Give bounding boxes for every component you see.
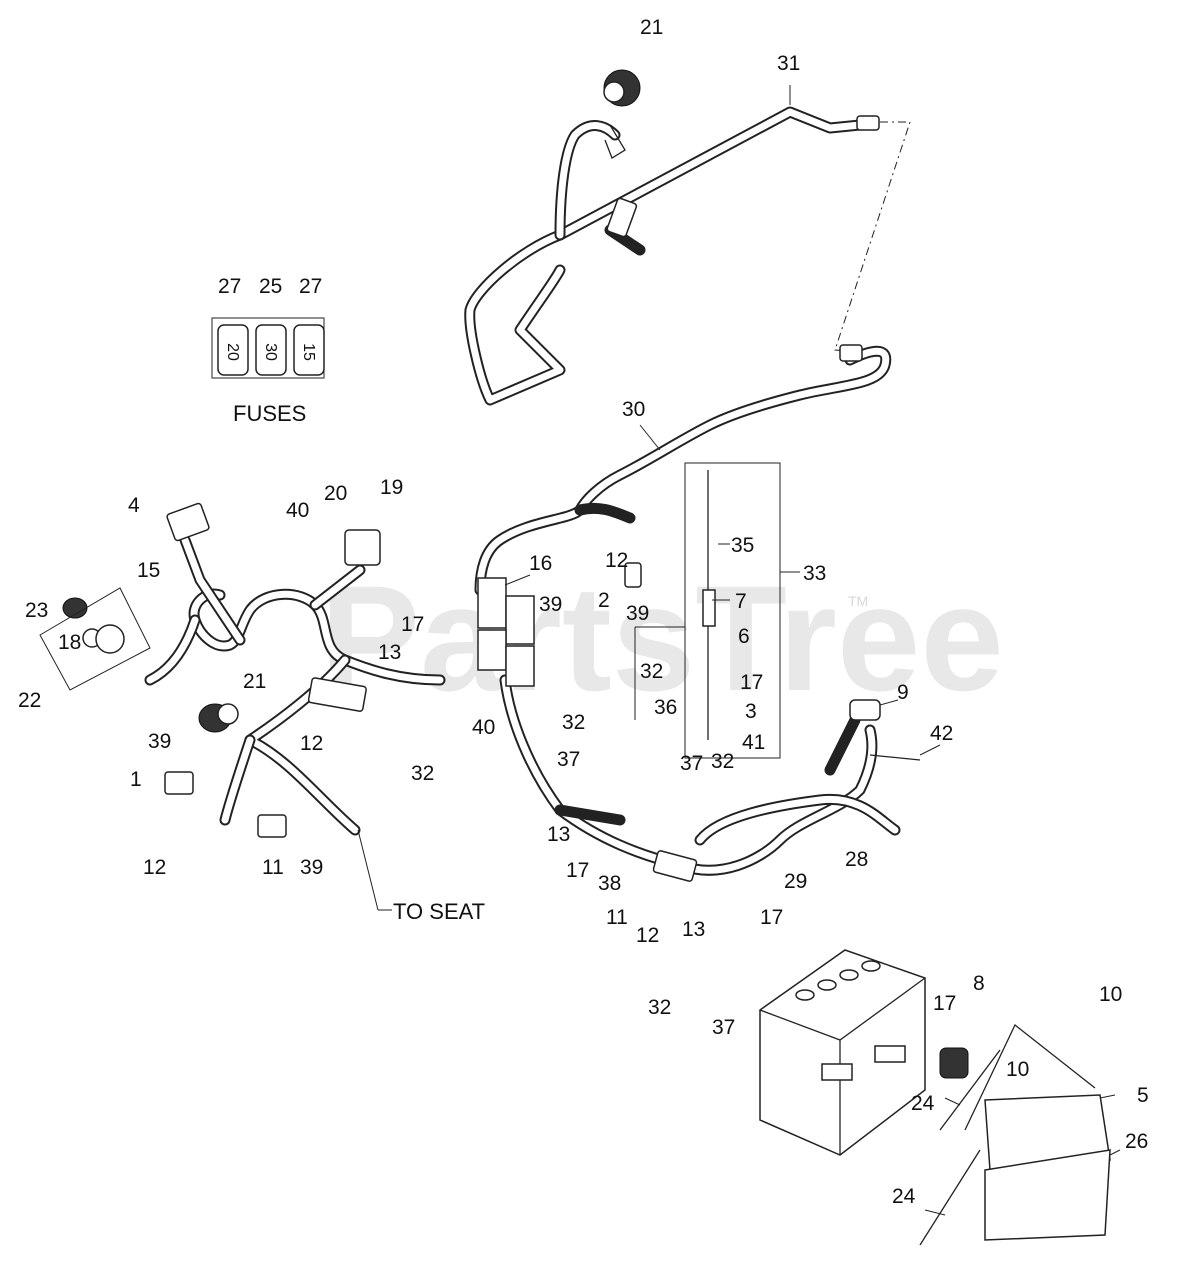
callout-24-top: 24 <box>911 1092 935 1115</box>
callout-32-left: 32 <box>411 762 434 785</box>
alarm-21-top <box>603 69 641 159</box>
callout-37-battery: 37 <box>712 1016 735 1039</box>
callout-36: 36 <box>654 696 677 719</box>
callout-35: 35 <box>731 534 754 557</box>
dash-31 <box>834 121 911 353</box>
callout-9: 9 <box>897 681 909 704</box>
battery-plate <box>919 1023 1111 1246</box>
kit-box-33 <box>684 462 781 759</box>
callout-40-mid: 40 <box>472 716 495 739</box>
callout-11-mid: 11 <box>606 906 628 929</box>
callout-13-mid: 13 <box>547 823 570 846</box>
callout-15: 15 <box>137 559 160 582</box>
callout-32-right: 32 <box>711 750 734 773</box>
fuse-20: 20 <box>224 343 241 361</box>
callout-28: 28 <box>845 848 868 871</box>
callout-27-left: 27 <box>218 275 241 298</box>
callout-30: 30 <box>622 398 645 421</box>
callout-13-right: 13 <box>682 918 705 941</box>
callout-6: 6 <box>738 625 750 648</box>
callout-8: 8 <box>973 972 985 995</box>
callouts: 21 31 27 25 27 30 4 20 19 40 15 23 18 22… <box>18 16 1149 1208</box>
callout-12-bottom: 12 <box>636 924 659 947</box>
callout-7: 7 <box>735 590 747 613</box>
callout-39-relay: 39 <box>539 593 562 616</box>
callout-2: 2 <box>598 589 610 612</box>
leaders <box>357 85 1121 1216</box>
watermark: PartsTree <box>320 554 1004 722</box>
callout-17-right: 17 <box>760 906 783 929</box>
callout-20: 20 <box>324 482 347 505</box>
harness-right <box>499 674 921 876</box>
callout-11-left: 11 <box>262 856 284 879</box>
callout-32-mid: 32 <box>562 711 585 734</box>
relay-block-16 <box>477 577 535 687</box>
callout-19: 19 <box>380 476 403 499</box>
callout-26: 26 <box>1125 1130 1148 1153</box>
callout-5: 5 <box>1137 1084 1149 1107</box>
callout-25: 25 <box>259 275 282 298</box>
callout-12-mid: 12 <box>605 549 628 572</box>
callout-38: 38 <box>598 872 621 895</box>
callout-13-left: 13 <box>378 641 401 664</box>
callout-37-right: 37 <box>680 752 703 775</box>
callout-40-top: 40 <box>286 499 309 522</box>
callout-39-left: 39 <box>148 730 171 753</box>
to-seat-label: TO SEAT <box>393 899 485 924</box>
callout-39-bottom-left: 39 <box>300 856 323 879</box>
callout-24-bottom: 24 <box>892 1185 916 1208</box>
callout-3: 3 <box>745 700 757 723</box>
battery <box>759 949 926 1156</box>
part-7 <box>702 589 716 627</box>
callout-39-mid: 39 <box>626 602 649 625</box>
fuse-30: 30 <box>262 343 279 361</box>
callout-17-kit: 17 <box>740 671 763 694</box>
callout-41: 41 <box>742 731 765 754</box>
fuses-label: FUSES <box>233 401 306 426</box>
harness-left <box>144 534 446 836</box>
callout-32-battery: 32 <box>648 996 671 1019</box>
callout-12-upper: 12 <box>300 732 323 755</box>
callout-10-mid: 10 <box>1006 1058 1029 1081</box>
callout-22: 22 <box>18 689 41 712</box>
harness-31 <box>464 106 880 406</box>
callout-17-left: 17 <box>401 613 424 636</box>
callout-16: 16 <box>529 552 552 575</box>
callout-37-mid: 37 <box>557 748 580 771</box>
callout-21-top: 21 <box>640 16 663 39</box>
callout-17-battery: 17 <box>933 992 956 1015</box>
callout-12-lower-left: 12 <box>143 856 166 879</box>
callout-21-mid: 21 <box>243 670 266 693</box>
callout-27-right: 27 <box>299 275 322 298</box>
kit-box-22 <box>39 587 151 691</box>
callout-31: 31 <box>777 52 800 75</box>
fuses: 20 30 15 <box>211 317 325 379</box>
fuse-15: 15 <box>300 343 317 361</box>
callout-1: 1 <box>130 768 142 791</box>
trademark: TM <box>848 593 868 609</box>
callout-18: 18 <box>58 631 81 654</box>
callout-32-kit: 32 <box>640 660 663 683</box>
callout-4: 4 <box>128 494 140 517</box>
callout-17-mid: 17 <box>566 859 589 882</box>
callout-29: 29 <box>784 870 807 893</box>
callout-42: 42 <box>930 722 953 745</box>
callout-23: 23 <box>25 599 48 622</box>
callout-33: 33 <box>803 562 826 585</box>
harness-30 <box>474 344 892 596</box>
misc-parts <box>62 502 881 882</box>
callout-10-top: 10 <box>1099 983 1122 1006</box>
